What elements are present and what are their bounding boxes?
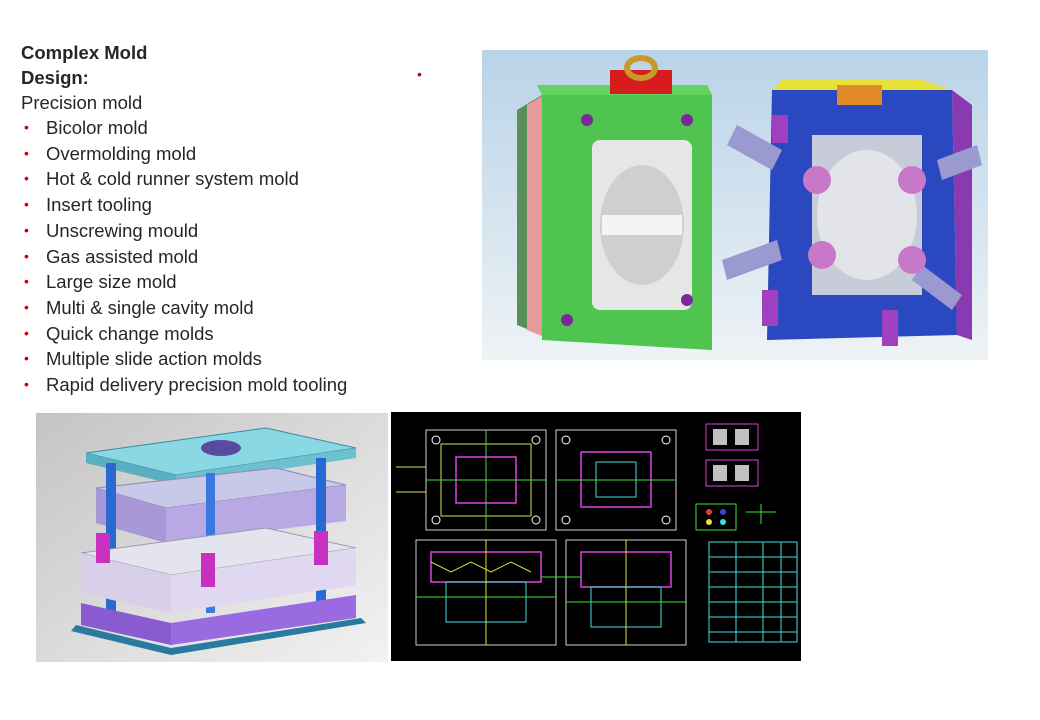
- list-item-label: Multi & single cavity mold: [46, 296, 254, 318]
- list-item-label: Unscrewing mould: [46, 219, 199, 241]
- feature-list: • Bicolor mold • Overmolding mold • Hot & c…: [24, 115, 347, 398]
- list-item-label: Quick change molds: [46, 322, 214, 344]
- list-item-label: Bicolor mold: [46, 117, 148, 138]
- list-item: • Multiple slide action molds: [24, 346, 347, 372]
- bullet-icon: •: [24, 221, 29, 238]
- bullet-icon: •: [24, 376, 29, 393]
- mold-assembly-render-image: [36, 413, 388, 662]
- bullet-icon: •: [24, 350, 29, 367]
- list-item-label: Multiple slide action molds: [46, 348, 262, 370]
- list-item: • Hot & cold runner system mold: [24, 166, 347, 192]
- list-item-label: Gas assisted mold: [46, 245, 199, 267]
- list-item: • Quick change molds: [24, 321, 347, 347]
- list-item: • Insert tooling: [24, 192, 347, 218]
- bullet-icon: •: [24, 170, 29, 187]
- list-item-label: Large size mold: [46, 271, 177, 293]
- list-item: • Bicolor mold: [24, 115, 347, 141]
- slide-title-line-2: Design:: [21, 67, 89, 88]
- list-item: • Unscrewing mould: [24, 218, 347, 244]
- bullet-icon: •: [24, 247, 29, 264]
- cad-drawing-image: [391, 412, 801, 661]
- list-item: • Multi & single cavity mold: [24, 295, 347, 321]
- list-item: • Rapid delivery precision mold tooling: [24, 372, 347, 398]
- list-item-label: Rapid delivery precision mold tooling: [46, 374, 348, 396]
- bullet-icon: •: [24, 324, 29, 341]
- stray-bullet: •: [417, 66, 422, 82]
- bullet-icon: •: [24, 273, 29, 290]
- list-item: • Gas assisted mold: [24, 244, 347, 270]
- list-item: • Large size mold: [24, 269, 347, 295]
- mold-halves-render-image: [482, 50, 988, 360]
- list-item-label: Overmolding mold: [46, 142, 197, 164]
- bullet-icon: •: [24, 196, 29, 213]
- bullet-icon: •: [24, 298, 29, 315]
- bullet-icon: •: [24, 144, 29, 161]
- list-item-label: Insert tooling: [46, 194, 152, 216]
- list-item: • Overmolding mold: [24, 141, 347, 167]
- list-item-label: Hot & cold runner system mold: [46, 168, 299, 190]
- subheading: Precision mold: [21, 92, 143, 113]
- bullet-icon: •: [24, 119, 29, 135]
- slide-title: Complex Mold Design:: [21, 40, 147, 90]
- slide-title-line-1: Complex Mold: [21, 42, 148, 63]
